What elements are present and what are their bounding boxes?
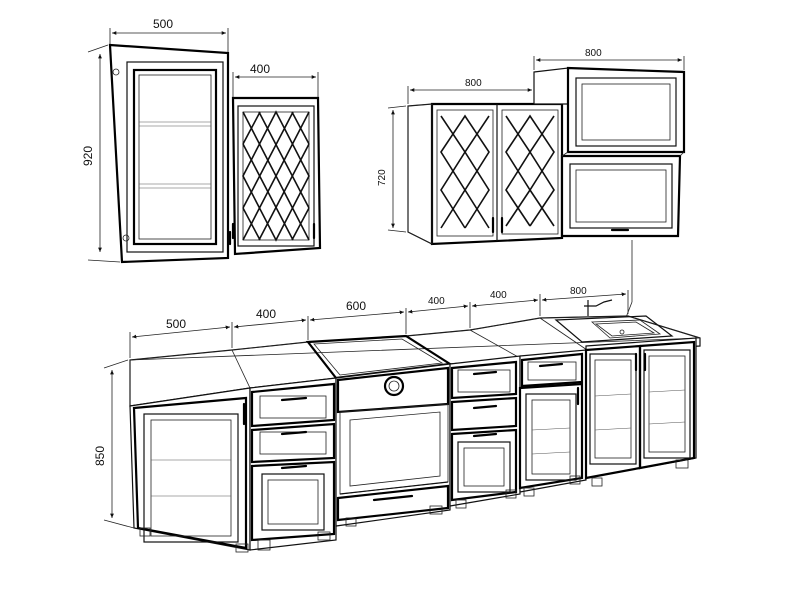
dim-label-base-6: 800 — [570, 286, 587, 297]
dim-label-upper-mid-height: 720 — [377, 169, 388, 186]
base-cabinet-4 — [449, 355, 521, 509]
sink-cabinet — [584, 337, 697, 487]
upper-left-lattice-cabinet — [231, 96, 322, 256]
lattice-pattern-left — [242, 110, 310, 242]
base-cabinet-1 — [129, 387, 251, 553]
upper-right-lift-cabinet — [533, 66, 686, 238]
upper-left-tall-cabinet — [108, 43, 232, 264]
dim-label-base-5: 400 — [490, 290, 507, 301]
lattice-pattern-mid-left — [440, 114, 490, 229]
sink — [554, 299, 674, 343]
dim-label-base-1: 500 — [166, 317, 186, 331]
dim-upper-mid: 800 720 — [377, 78, 535, 233]
lattice-pattern-mid-right — [505, 114, 555, 227]
upper-mid-lattice-cabinet — [407, 102, 564, 246]
dim-upper-right: 800 — [533, 48, 685, 70]
dim-label-upper-mid-width: 800 — [465, 78, 482, 89]
dim-label-upper-left-width: 500 — [153, 17, 173, 31]
base-cabinet-2-drawers — [249, 377, 337, 551]
dim-upper-left: 500 400 920 — [81, 17, 319, 263]
dim-label-upper-right-width: 800 — [585, 48, 602, 59]
dim-base: 500 400 600 400 400 800 850 — [93, 286, 629, 529]
dim-label-base-height: 850 — [93, 446, 107, 466]
dim-label-base-4: 400 — [428, 296, 445, 307]
dim-label-upper-left-narrow-width: 400 — [250, 62, 270, 76]
dim-label-base-3: 600 — [346, 299, 366, 313]
dim-label-upper-left-height: 920 — [81, 146, 95, 166]
oven-cabinet — [335, 363, 451, 527]
dim-label-base-2: 400 — [256, 307, 276, 321]
base-cabinet-5 — [518, 349, 587, 497]
